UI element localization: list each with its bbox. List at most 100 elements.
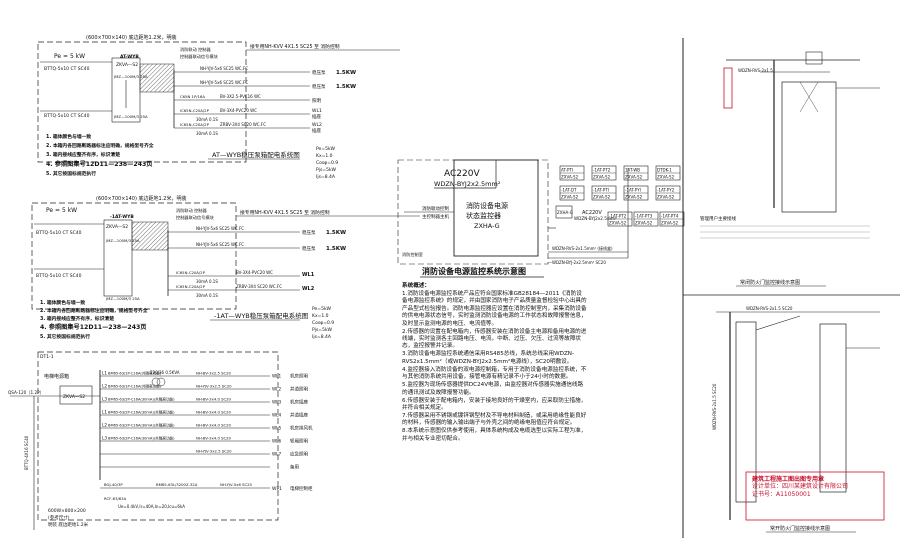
- p3-size: 600W×800×200: [48, 508, 86, 514]
- p3-circuit-cable: NH-BV-3x2.5 SC20: [196, 371, 232, 376]
- mon-host-l1: 消防设备电源: [466, 201, 508, 210]
- mon-module-code: -1AT-DT: [561, 188, 577, 193]
- mon-module-code: -1AT-PTI: [593, 188, 609, 193]
- p2-param-1: Pe=5kW: [312, 306, 332, 312]
- p1-c4-cable: BV-3X4-PVC20 WC: [220, 108, 257, 113]
- p2-note-1: 1. 箱体颜色与墙一致: [40, 299, 85, 306]
- p1-c4-code: WL1: [312, 108, 322, 114]
- panel3-diagram: DT1-1 电梯电源箱 QSA-120（1.2P） ZKVA—S2 BTTQ-4…: [8, 351, 313, 530]
- p2-c3-rcd: 30mA 0.1S: [196, 279, 218, 284]
- mon-module-code: AT-PTI: [561, 168, 573, 173]
- p2-c2-cable: NH-YJV-5x6 SC25 WC.FC: [196, 242, 244, 247]
- p3-circuit-breaker: BM65-63/1P-C16A(共隔离功能): [108, 371, 162, 376]
- p2-c1-kw: 1.5KW: [326, 230, 346, 236]
- p1-c4-tag: 插座: [312, 113, 321, 120]
- p3-circuit-cable: NH-BV-3x4.0 SC20: [196, 397, 232, 402]
- mon-module-code: 1AT-WB: [625, 168, 640, 173]
- p1-c5-rcd: 30mA 0.1S: [196, 131, 218, 136]
- p1-c1-cable: NH-YJV-5x6 SC25 WC.FC: [200, 66, 248, 71]
- p2-pe: Pe = 5 kW: [46, 207, 77, 214]
- p1-c3-breaker: C65N 1P/16A: [180, 94, 205, 99]
- p3-circuit-phase: L2: [102, 423, 107, 428]
- p3-circuit-code: WL1: [272, 374, 281, 379]
- p2-box-code: -1AT-WYB: [110, 214, 134, 220]
- p1-c5-breaker: IC65N-C20A/2P: [180, 122, 210, 127]
- mon-module-model: ZXVA-S2: [657, 195, 675, 200]
- p1-inlet-cable-1: BTTQ-5x10 CT SC40: [44, 66, 90, 72]
- p1-param-3: Cosφ=0.9: [316, 160, 338, 166]
- mon-module-code: -1AT-PT2: [609, 214, 627, 219]
- p3-circuit-breaker: BM65-63/1P-C16A(共隔离功能): [108, 384, 162, 389]
- p3-circuit-tag: 应急照明: [290, 451, 308, 458]
- p2-note-2: 2. 本箱内各回路断路器标注应明确，规格型号齐全: [40, 307, 148, 314]
- mon-small-cable: WDZN-BYJ2x2.5mm²: [574, 216, 617, 221]
- p3-circuit-tag: 机房照明: [290, 373, 308, 380]
- p3-last-breaker: BM65-63L/3200Z-32A: [156, 482, 198, 487]
- notes-p3: 3.消防设备电源监控系统通信采用RS485总线，系统总线采用WDZN-RVS2x…: [402, 351, 574, 365]
- p2-fire-note: 控制器联动信号模块: [176, 214, 215, 221]
- mon-ac: AC220V: [444, 169, 480, 179]
- mon-small-box: ZXHA-G: [557, 210, 573, 215]
- p2-fire-link: 消防联动 控制器: [176, 207, 207, 214]
- p3-circuit-code: WL5: [272, 426, 281, 431]
- p1-fire-cable: 接专用NH-KVV 4X1.5 SC25 至 消防控制: [250, 43, 340, 50]
- right-diagrams: WDZN-RVS-2x1.5 管理用户主要接线 常闭防火门监控接线示意图 WDZ…: [700, 51, 885, 533]
- mon-left-l1: 消防联动控制: [422, 205, 449, 212]
- p3-circuit-tag: 井道插座: [290, 412, 308, 419]
- mon-module-model: ZXVA-S2: [625, 175, 643, 180]
- mon-module-model: ZXVA-S2: [635, 221, 653, 226]
- p3-circuit-breaker: BM65-63/2P-C16A(30mA)(共隔离功能): [108, 410, 175, 415]
- mon-module-model: ZXVA-S2: [657, 175, 675, 180]
- p2-main-switch: ZKVA—S2: [106, 224, 128, 230]
- p1-c2-kw: 1.5KW: [336, 84, 356, 90]
- p3-circuit-tag: 井道照明: [290, 386, 308, 393]
- right-mid-vert: WDZN-RVS-2x1.5 SC20: [712, 383, 717, 430]
- p2-c2-kw: 1.5KW: [326, 246, 346, 252]
- mon-module-model: ZXVA-S2: [561, 175, 579, 180]
- mon-left-l2: 主控制器主机: [422, 213, 449, 220]
- mon-module-model: ZXVA-S2: [609, 221, 627, 226]
- p3-circuit-cable: NH-BV-3x4.0 SC20: [196, 423, 232, 428]
- panel1-diagram: (600×700×140) 底边距地1.2米，明装 Pe = 5 kW BTTQ…: [37, 34, 400, 180]
- mon-module-code: -1AT-PT4: [661, 214, 679, 219]
- notes-p8: 8.本系统示意图仅供参考使用，具体系统构成及电缆选型以实际工程为准，并与相关专业…: [402, 428, 587, 442]
- notes-heading: 系统概述：: [402, 283, 430, 289]
- p2-c2-tag: 稳压泵: [302, 245, 316, 252]
- stamp-line3: 证书号：A11050001: [752, 490, 811, 498]
- mon-module-model: ZXVA-S2: [593, 195, 611, 200]
- p1-c5-code: WL2: [312, 122, 322, 128]
- p3-circuit-code: WL6: [272, 439, 281, 444]
- p3-box-code: DT1-1: [40, 354, 54, 360]
- p1-note-2: 2. 本箱内各回路断路器标注应明确，规格型号齐全: [46, 142, 154, 149]
- p2-note-3: 3. 箱内接线应整齐有序，标识清楚: [40, 315, 114, 322]
- mon-rs-cable: WDZN-RVS-2x1.5mm² (接线盒): [552, 245, 613, 251]
- notes-p5: 5.监控器为现场传感器提供DC24V电源，由监控器对传感器实施通信线路的通讯测试…: [402, 382, 584, 396]
- p3-circuit-cable: NH-BV-3x4.0 SC20: [196, 436, 232, 441]
- p1-c4-rcd: 30mA 0.1S: [196, 117, 218, 122]
- p1-breaker-bottom: JMZ—100M/3 25A: [113, 114, 148, 119]
- mon-module-code: DTDK-1: [657, 168, 672, 173]
- p2-param-4: Pjs=5kW: [312, 327, 333, 333]
- right-bottom-title: 常开防火门监控接线示意图: [770, 525, 830, 532]
- p2-inlet-2: BTTQ-5x10 CT SC40: [36, 273, 82, 279]
- notes-p2: 2.传感器的设置在配电箱内，传感器安装在消防设备主电源和备用电源的进线端，实时监…: [402, 328, 587, 350]
- mon-small-ac: AC220V: [582, 210, 602, 216]
- p1-c1-tag: 稳压泵: [312, 69, 326, 76]
- p3-circuit-cable: NH-YJV-3x2.5 SC20: [196, 449, 232, 454]
- monitor-diagram: AC220V WDZN-BYJ2x2.5mm² 消防设备电源 状态监控器 ZXH…: [397, 159, 685, 278]
- p3-circuit-phase: L1: [102, 410, 107, 415]
- notes-p4: 4.监控器接入消防设备的双电源控制箱，专用于消防设备电源监控系统，不与其他消防系…: [402, 366, 587, 381]
- mon-host-l2: 状态监控器: [466, 211, 501, 220]
- p3-inlet: QSA-120（1.2P）: [8, 390, 44, 395]
- p1-c2-cable: NH-YJV-5x6 SC25 WC.FC: [200, 80, 248, 85]
- mon-module-code: -1AT-PY2: [657, 188, 675, 193]
- p1-c2-tag: 稳压泵: [312, 83, 326, 90]
- p3-circuit-cable: NH-BV-3x4.0 SC20: [196, 410, 232, 415]
- p1-param-2: Kx=1.0: [316, 153, 333, 159]
- mon-rs-cable-2: —WDZN-BYJ-2x2.5mm² SC20: [548, 260, 606, 265]
- system-notes: 系统概述： 1.消防设备电源监控系统产品应符合国家标准GB28184—2011《…: [402, 283, 587, 444]
- p1-main-switch: ZKVA—S2: [116, 62, 138, 68]
- right-top-note: 管理用户主要接线: [700, 215, 736, 222]
- p1-c5-tag: 插座: [312, 127, 321, 134]
- right-top-cable: WDZN-RVS-2x1.5: [738, 68, 773, 73]
